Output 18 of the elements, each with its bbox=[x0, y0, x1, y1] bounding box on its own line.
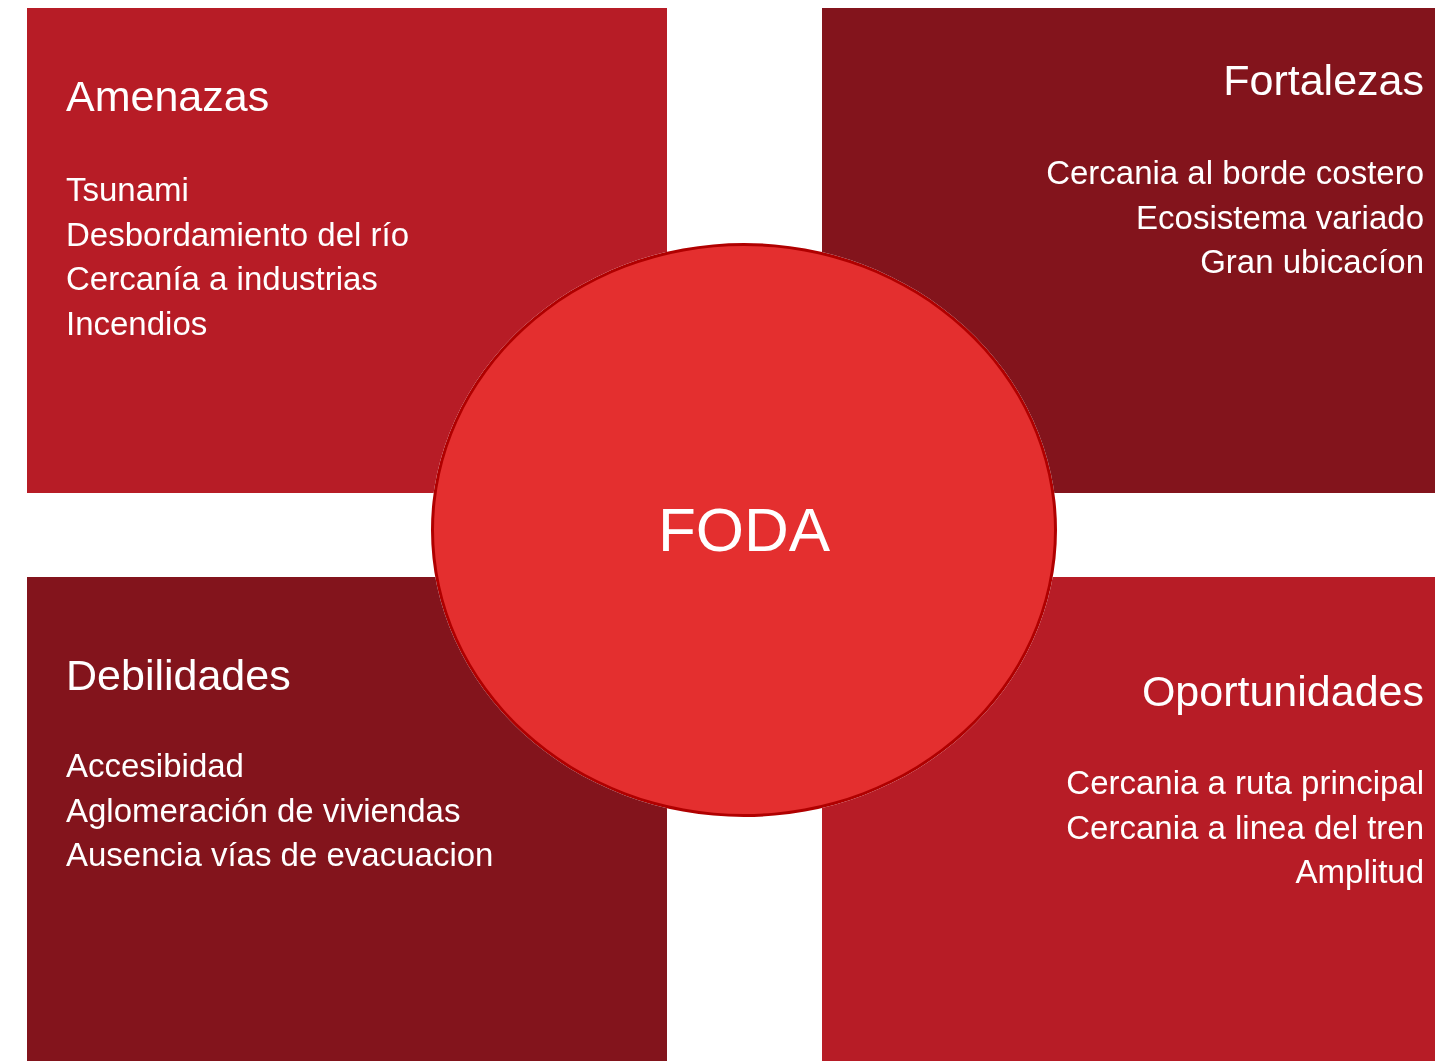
list-item: Cercania al borde costero bbox=[1046, 154, 1424, 192]
list-item: Aglomeración de viviendas bbox=[66, 791, 461, 830]
list-item: Accesibidad bbox=[66, 747, 244, 785]
list-item: Desbordamiento del río bbox=[66, 215, 410, 254]
list-item: Cercanía a industrias bbox=[66, 260, 378, 298]
list-item: Tsunami bbox=[66, 171, 189, 209]
quadrant-heading: Fortalezas bbox=[1223, 56, 1424, 106]
list-item: Ecosistema variado bbox=[1136, 198, 1424, 237]
quadrant-heading: Debilidades bbox=[66, 651, 291, 701]
quadrant-heading: Amenazas bbox=[66, 72, 270, 122]
list-item: Cercania a ruta principal bbox=[1066, 764, 1424, 802]
list-item: Ausencia vías de evacuacion bbox=[66, 836, 494, 874]
list-item: Cercania a linea del tren bbox=[1066, 808, 1424, 847]
list-item: Incendios bbox=[66, 304, 208, 343]
quadrant-heading: Oportunidades bbox=[1141, 667, 1424, 717]
list-item: Amplitud bbox=[1295, 853, 1424, 891]
list-item: Gran ubicacíon bbox=[1200, 243, 1424, 281]
center-label: FODA bbox=[657, 494, 831, 566]
